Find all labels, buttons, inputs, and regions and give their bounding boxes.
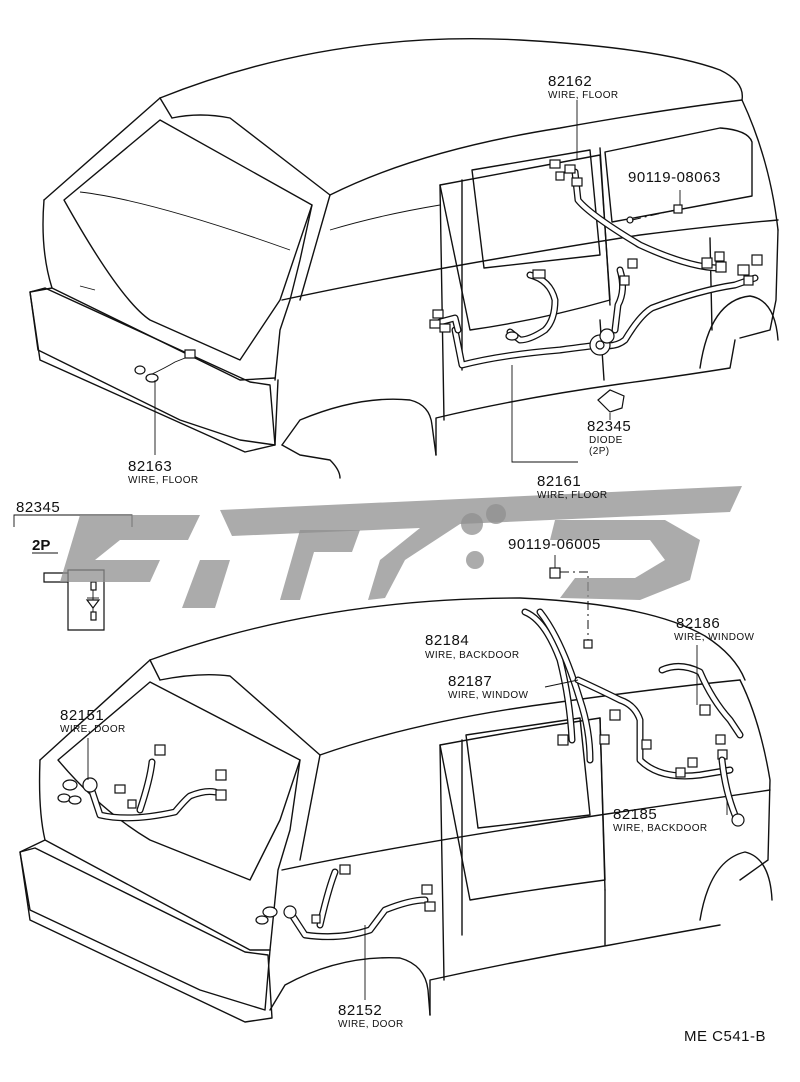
callout-82151-number: 82151 — [60, 707, 104, 724]
callout-82162-desc: WIRE, FLOOR — [548, 90, 619, 101]
callout-90119-08063-number: 90119-08063 — [628, 169, 721, 186]
callout-82161-desc: WIRE, FLOOR — [537, 490, 608, 501]
callout-82185-desc: WIRE, BACKDOOR — [613, 823, 708, 834]
watermark-logo — [60, 486, 742, 608]
callout-82186-desc: WIRE, WINDOW — [674, 632, 755, 643]
top-leaders — [154, 100, 681, 463]
callout-82163-number: 82163 — [128, 458, 172, 475]
inset-connector-label: 2P — [32, 537, 50, 554]
callout-82163-desc: WIRE, FLOOR — [128, 475, 199, 486]
callout-82345-number: 82345 — [587, 418, 631, 435]
top-van-harness — [134, 159, 763, 413]
callout-82184-desc: WIRE, BACKDOOR — [425, 650, 520, 661]
callout-82185-number: 82185 — [613, 806, 657, 823]
diode-inset — [13, 514, 133, 631]
callout-82345-desc2: (2P) — [589, 446, 610, 457]
callout-82187-number: 82187 — [448, 673, 492, 690]
callout-82345-desc: DIODE — [589, 435, 623, 446]
callout-82152-desc: WIRE, DOOR — [338, 1019, 404, 1030]
callout-82184-number: 82184 — [425, 632, 469, 649]
callout-82186-number: 82186 — [676, 615, 720, 632]
callout-82152-number: 82152 — [338, 1002, 382, 1019]
bottom-van-body — [19, 597, 773, 1023]
top-van-body — [29, 38, 779, 479]
bottom-van-harness — [57, 567, 745, 941]
callout-82161-number: 82161 — [537, 473, 581, 490]
callout-82151-desc: WIRE, DOOR — [60, 724, 126, 735]
callout-82162-number: 82162 — [548, 73, 592, 90]
callout-82187-desc: WIRE, WINDOW — [448, 690, 529, 701]
bottom-leaders — [87, 555, 728, 1000]
callout-90119-06005-number: 90119-06005 — [508, 536, 601, 553]
figure-code: ME C541-B — [684, 1028, 766, 1045]
inset-part-number: 82345 — [16, 499, 60, 516]
